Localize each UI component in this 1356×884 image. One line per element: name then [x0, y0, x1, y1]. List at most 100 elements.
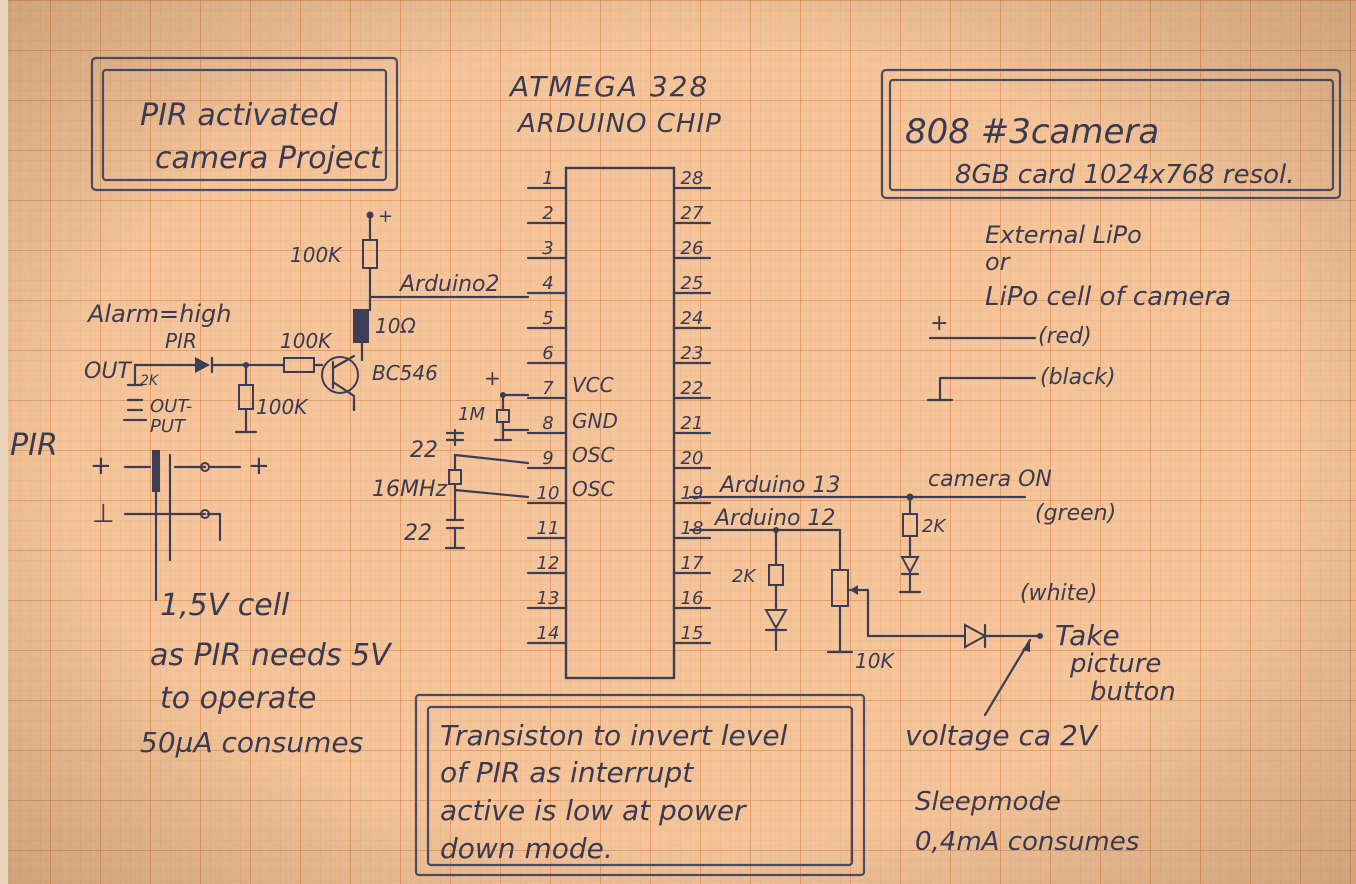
button-diode — [964, 623, 988, 649]
r100k-mid-label: 100K — [280, 329, 333, 353]
sleep-note-line-2: 0,4mA consumes — [915, 827, 1139, 857]
left-pin-number: 8 — [542, 413, 553, 434]
cap-plus: + — [484, 366, 501, 390]
r100k-low-label: 100K — [256, 395, 309, 419]
take-picture-line-1: Take — [1055, 619, 1120, 652]
left-pin-number: 1 — [542, 168, 553, 189]
pin-label-gnd: GND — [572, 409, 618, 433]
camera-title: 808 #3camera — [905, 112, 1159, 152]
left-pin-number: 12 — [537, 553, 560, 574]
c22-top-label: 22 — [410, 438, 438, 463]
camera-on-color: (green) — [1035, 501, 1116, 526]
paper-left-edge — [0, 0, 8, 884]
battery-note-line-1: 1,5V cell — [160, 588, 290, 623]
chip-subtitle: ARDUINO CHIP — [516, 109, 722, 139]
transistor-note-box: Transiston to invert level of PIR as int… — [414, 693, 866, 877]
output-network: Arduino 13 camera ON (green) 2K Arduino … — [688, 467, 1176, 717]
right-pin-number: 24 — [681, 308, 704, 329]
xtal-label: 16MHz — [372, 477, 448, 502]
left-pin-number: 4 — [542, 273, 553, 294]
title-line-2: camera Project — [155, 141, 383, 176]
r10-label: 10Ω — [375, 314, 416, 338]
left-pin-number: 2 — [542, 203, 553, 224]
power-note-line-3: LiPo cell of camera — [985, 282, 1231, 312]
right-pin-number: 16 — [681, 588, 704, 609]
right-pin-number: 19 — [681, 483, 704, 504]
power-note-line-1: External LiPo — [985, 221, 1142, 249]
resistor-10-ohm — [353, 309, 369, 343]
pir-diode-label: PIR — [165, 329, 197, 353]
vcc-plus: + — [378, 206, 393, 227]
cap-1m-label: 1M — [458, 404, 485, 425]
power-plus: + — [930, 311, 948, 336]
right-pin-number: 15 — [681, 623, 704, 644]
pullup-network: + 100K 10Ω — [290, 206, 416, 362]
note-line-3: active is low at power — [440, 794, 747, 827]
pir-label: PIR — [10, 428, 58, 463]
title-line-1: PIR activated — [140, 98, 339, 133]
status-led — [764, 609, 788, 631]
r100k-top-label: 100K — [290, 243, 343, 267]
pir-input-chain: Alarm=high PIR OUT 100K 100K 2K OUT- PUT — [84, 300, 356, 437]
r2k-pir-label: 2K — [140, 373, 160, 389]
right-pin-number: 22 — [681, 378, 704, 399]
battery-note-line-3: to operate — [160, 681, 316, 716]
pin-label-osc-2: OSC — [572, 477, 614, 501]
right-pin-number: 18 — [681, 518, 704, 539]
atmega-chip-body — [564, 166, 676, 680]
take-picture-line-2: picture — [1069, 649, 1161, 679]
battery-plate-long — [152, 450, 160, 492]
output-label-1: OUT- — [150, 396, 192, 417]
note-line-4: down mode. — [440, 832, 613, 865]
left-pin-number: 13 — [537, 588, 560, 609]
left-pin-number: 3 — [542, 238, 553, 259]
arduino13-label: Arduino 13 — [718, 473, 841, 498]
left-pin-number: 7 — [542, 378, 554, 399]
pir-plus: + — [90, 451, 112, 481]
r2k-cam-label: 2K — [922, 516, 946, 537]
pin-label-osc-1: OSC — [572, 443, 614, 467]
battery-note: 1,5V cell as PIR needs 5V to operate 50µ… — [140, 588, 393, 759]
chip-title: ATMEGA 328 — [508, 70, 709, 103]
take-picture-line-3: button — [1090, 677, 1176, 707]
out-label: OUT — [84, 359, 132, 384]
transistor-label: BC546 — [372, 361, 438, 385]
left-pin-number: 10 — [537, 483, 560, 504]
left-pin-number: 11 — [537, 518, 560, 539]
pir-plus-2: + — [248, 451, 270, 481]
right-pin-number: 23 — [681, 343, 704, 364]
red-wire-label: (red) — [1038, 324, 1092, 349]
note-line-1: Transiston to invert level — [440, 719, 788, 752]
camera-box: 808 #3camera 8GB card 1024x768 resol. — [880, 68, 1342, 200]
pot-label: 10K — [855, 649, 895, 673]
note-line-2: of PIR as interrupt — [440, 756, 694, 789]
pir-gnd: ⊥ — [92, 499, 115, 529]
sleep-note-line-1: Sleepmode — [915, 787, 1061, 817]
r2k-led-label: 2K — [732, 566, 756, 587]
output-label-2: PUT — [150, 416, 187, 437]
right-pin-number: 28 — [681, 168, 704, 189]
power-note: External LiPo or LiPo cell of camera + (… — [926, 221, 1231, 402]
oscillator-section: + 1M 22 16MHz 22 — [372, 366, 530, 550]
pir-power-section: PIR + + ⊥ — [10, 428, 270, 602]
right-pin-number: 17 — [681, 553, 704, 574]
right-pin-number: 25 — [681, 273, 704, 294]
left-pin-number: 5 — [542, 308, 553, 329]
right-pin-number: 26 — [681, 238, 704, 259]
battery-note-line-2: as PIR needs 5V — [150, 638, 393, 673]
title-box: PIR activated camera Project — [90, 56, 399, 192]
pir-diode — [195, 357, 210, 373]
transistor-bc546: BC546 — [321, 354, 438, 412]
arduino2-label: Arduino2 — [398, 272, 500, 297]
chip-pins: 1234567891011121314282726252423222120191… — [526, 168, 712, 645]
alarm-label: Alarm=high — [86, 300, 231, 328]
right-pin-number: 20 — [681, 448, 704, 469]
voltage-label: voltage ca 2V — [905, 719, 1099, 752]
camera-subtitle: 8GB card 1024x768 resol. — [955, 160, 1295, 190]
battery-note-line-4: 50µA consumes — [140, 726, 363, 759]
transistor-symbol — [321, 356, 359, 394]
camera-on-label: camera ON — [928, 467, 1052, 492]
right-pin-number: 27 — [681, 203, 704, 224]
